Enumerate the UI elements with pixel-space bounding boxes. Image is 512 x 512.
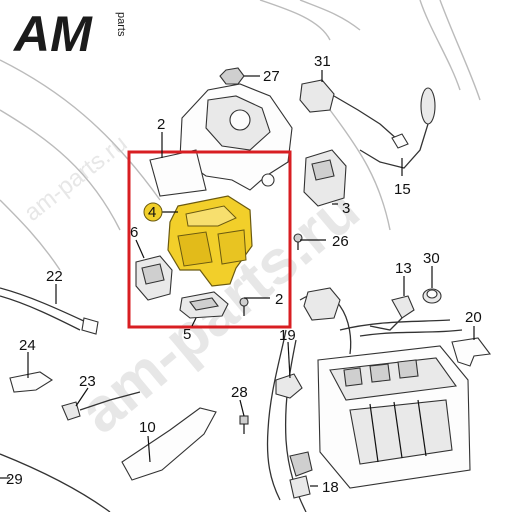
callout-22: 22	[46, 268, 63, 285]
callout-labels: 27 31 2 15 3 4 6 26 2 5 22 13 30 20 24 1…	[6, 53, 482, 496]
callout-13: 13	[395, 260, 412, 277]
callout-19: 19	[279, 327, 296, 344]
callout-6: 6	[130, 224, 138, 241]
sensor-31	[299, 79, 409, 149]
logo-sub: parts	[115, 12, 127, 37]
callout-15: 15	[394, 181, 411, 198]
relay-3	[303, 149, 347, 207]
callout-4: 4	[148, 204, 156, 221]
callout-5: 5	[183, 326, 191, 343]
logo-main: AM	[12, 6, 93, 62]
clip-20	[451, 337, 492, 367]
callout-24: 24	[19, 337, 36, 354]
watermark-small-left: am-parts.ru	[19, 130, 132, 227]
connector-18	[289, 475, 311, 499]
cable-15	[359, 87, 436, 169]
connector-13	[369, 295, 415, 331]
bracket-10	[121, 407, 217, 481]
cable-29	[0, 453, 111, 512]
callout-28: 28	[231, 384, 248, 401]
control-module	[317, 345, 471, 489]
callout-18: 18	[322, 479, 339, 496]
brand-logo: AM parts	[12, 6, 127, 62]
cable-22	[0, 287, 99, 335]
background-linework	[0, 0, 481, 271]
bracket-assembly	[149, 69, 293, 197]
callout-23: 23	[79, 373, 96, 390]
callout-27: 27	[263, 68, 280, 85]
callout-4-marker: 4	[143, 202, 163, 222]
screw-28	[239, 415, 249, 434]
highlight-frame	[127, 150, 292, 329]
callout-29: 29	[6, 471, 23, 488]
callout-2-lower: 2	[275, 291, 283, 308]
callout-31: 31	[314, 53, 331, 70]
callout-3: 3	[342, 200, 350, 217]
callout-10: 10	[139, 419, 156, 436]
nut-27	[219, 67, 245, 85]
callout-2-top: 2	[157, 116, 165, 133]
clip-24	[9, 371, 54, 393]
leader-lines	[0, 70, 475, 487]
plug-30	[422, 288, 442, 304]
connector-23	[61, 391, 141, 421]
relay-6	[135, 255, 173, 301]
highlighted-relay-bracket-4	[167, 195, 253, 287]
callout-30: 30	[423, 250, 440, 267]
holder-5	[179, 291, 229, 319]
callout-26: 26	[332, 233, 349, 250]
callout-20: 20	[465, 309, 482, 326]
